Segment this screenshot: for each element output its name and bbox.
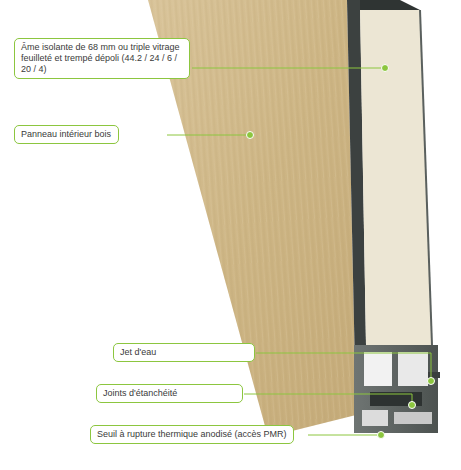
leader-line: [167, 135, 247, 136]
insulation-core: [360, 10, 432, 345]
callout-dot: [378, 432, 385, 439]
callout-dot: [247, 132, 254, 139]
callout-box: Jet d'eau: [113, 343, 255, 362]
callout-box: Seuil à rupture thermique anodisé (accès…: [90, 425, 294, 444]
callout-label: Joints d'étanchéité: [103, 388, 236, 399]
outer-skin: [420, 10, 432, 345]
callout-label: Âme isolante de 68 mm ou triple vitrage …: [21, 42, 183, 75]
profile-chamber: [398, 352, 428, 386]
callout-dot: [409, 402, 416, 409]
leader-line: [192, 68, 382, 69]
callout-label: Jet d'eau: [120, 347, 248, 358]
callout-dot: [428, 378, 435, 385]
callout-box: Panneau intérieur bois: [14, 125, 119, 144]
drip: [428, 372, 440, 378]
leader-line: [256, 353, 431, 378]
core-top: [360, 0, 420, 10]
callout-dot: [382, 65, 389, 72]
leader-line: [244, 394, 412, 402]
callout-box: Joints d'étanchéité: [96, 384, 243, 403]
profile-chamber: [362, 410, 388, 426]
callout-label: Seuil à rupture thermique anodisé (accès…: [97, 429, 287, 440]
alu-profile: [354, 345, 438, 433]
callout-box: Âme isolante de 68 mm ou triple vitrage …: [14, 38, 190, 79]
profile-chamber: [364, 352, 392, 386]
threshold: [394, 412, 432, 424]
callout-label: Panneau intérieur bois: [21, 129, 112, 140]
leader-line: [308, 435, 378, 436]
